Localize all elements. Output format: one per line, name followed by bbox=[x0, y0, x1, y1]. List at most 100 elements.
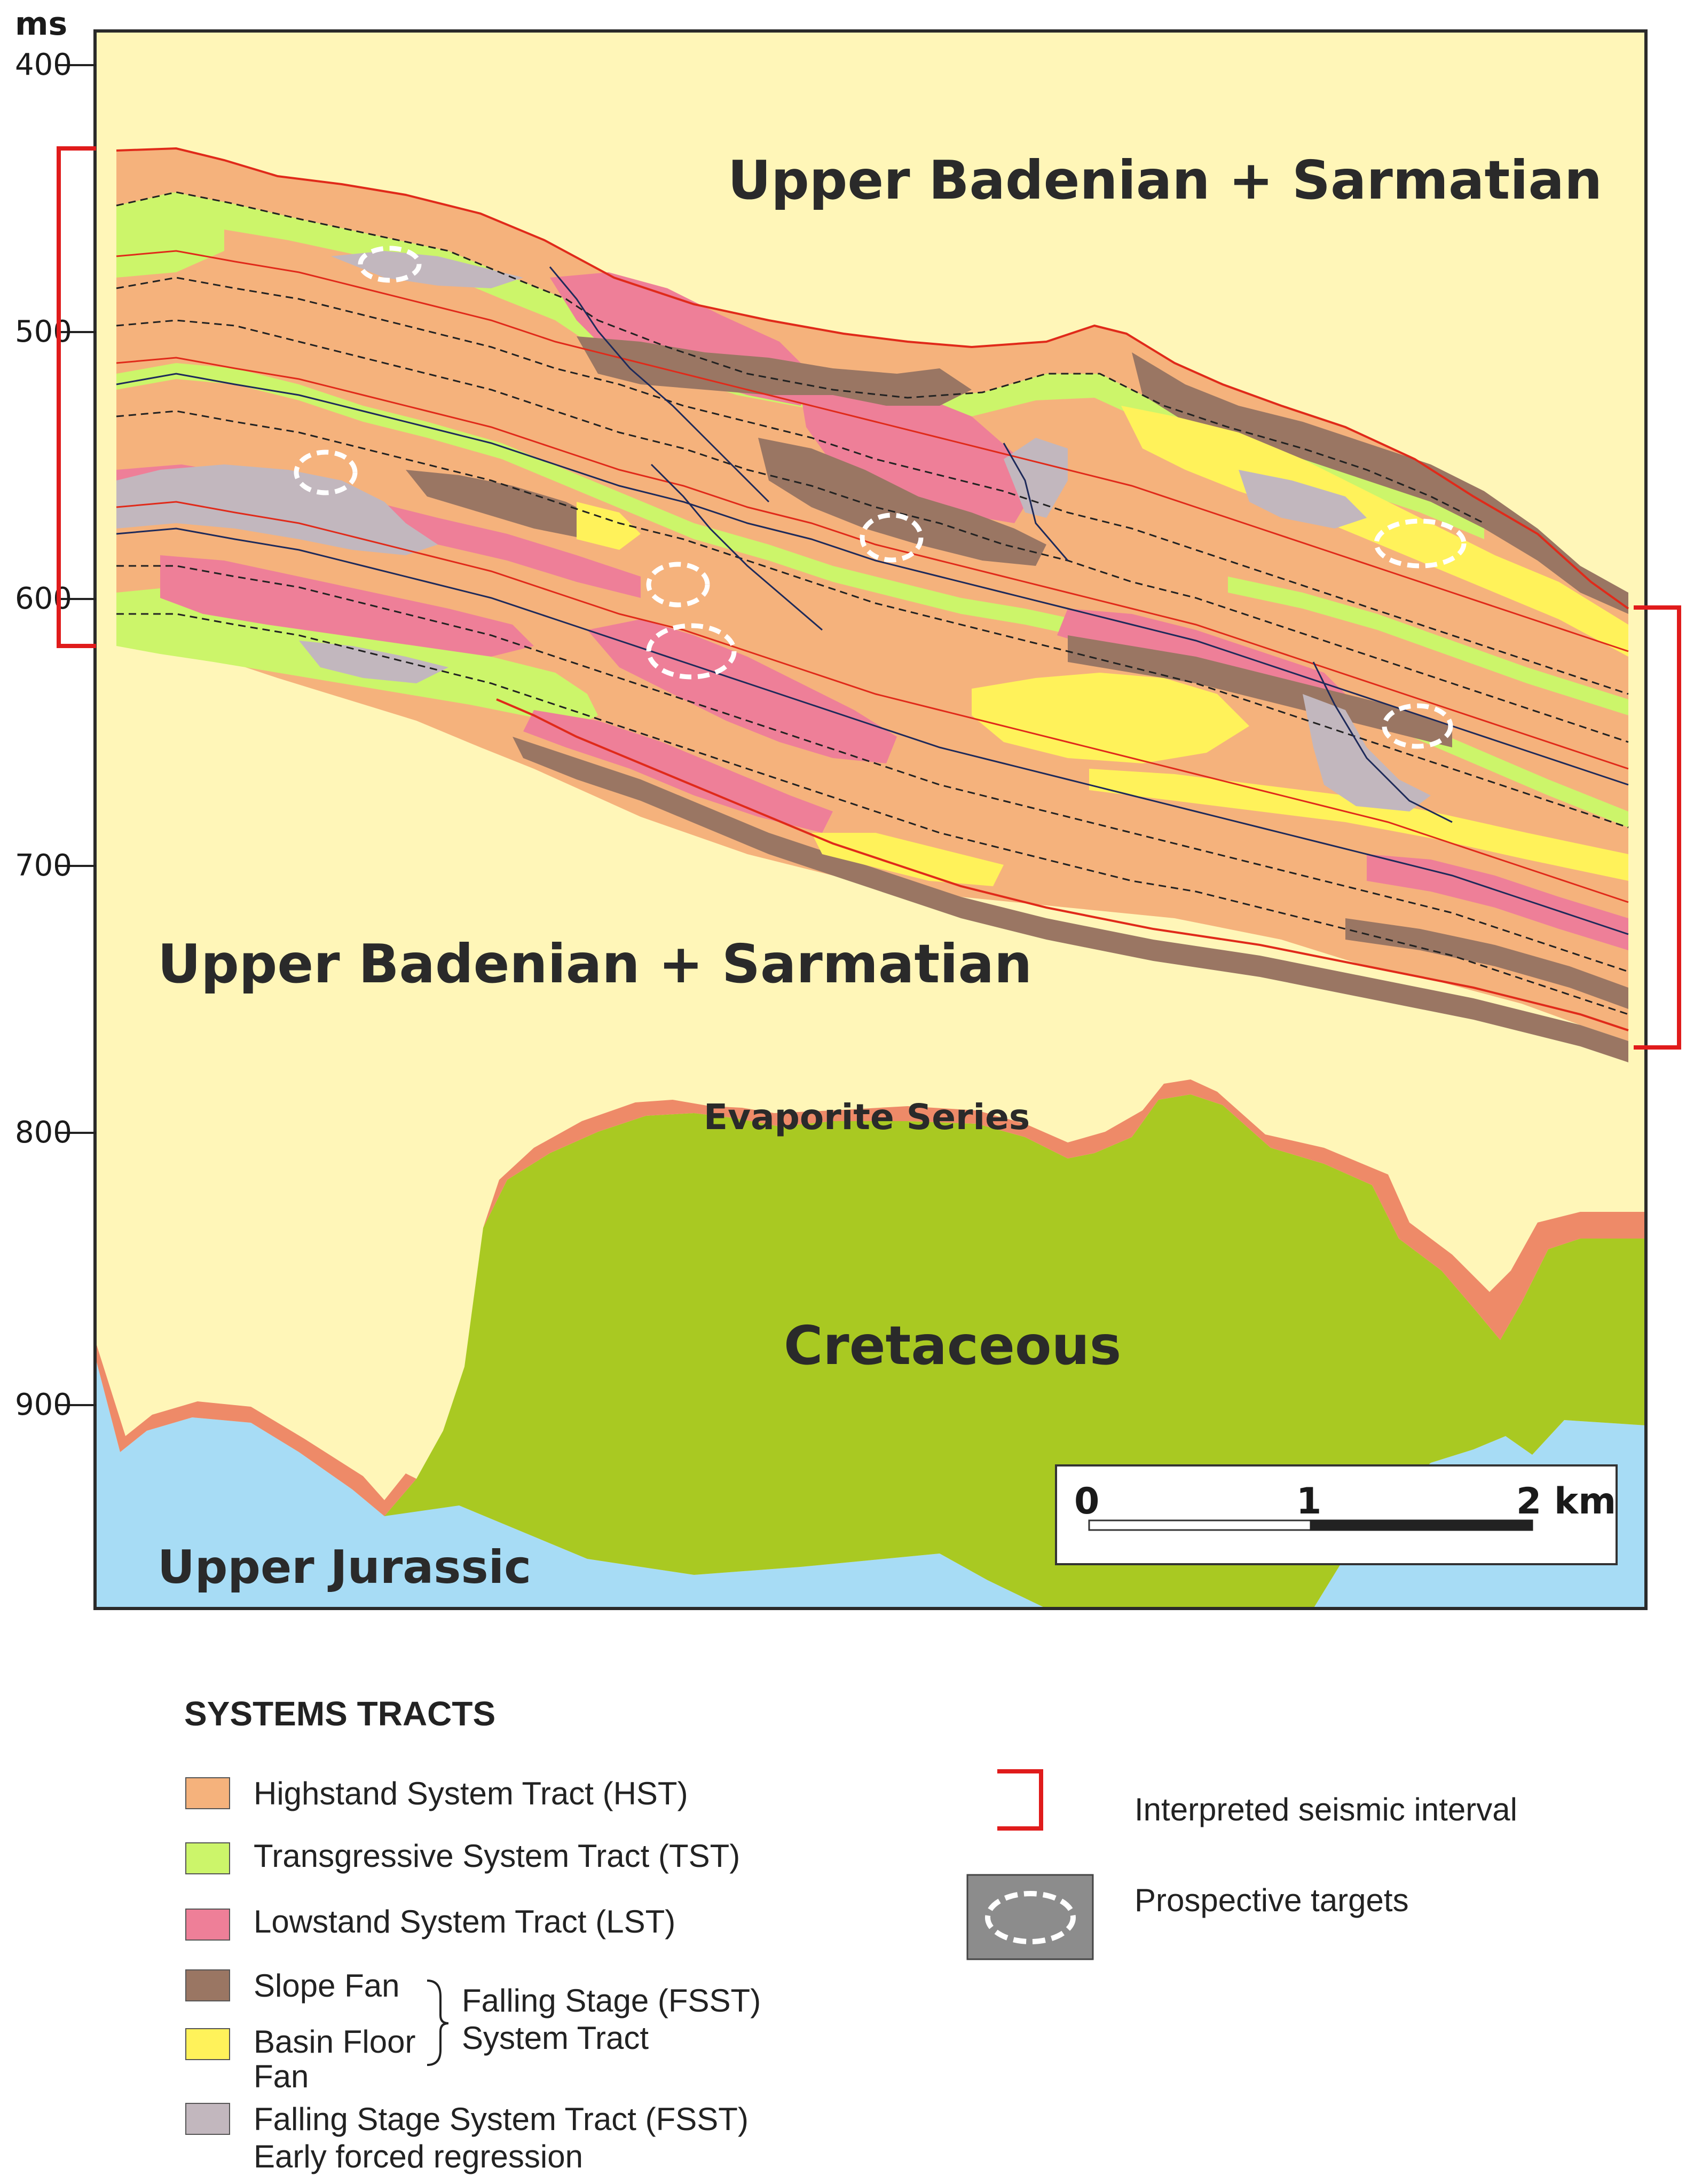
horizon-dashed-2 bbox=[116, 277, 1629, 695]
horizon-clinoform-2 bbox=[650, 463, 823, 631]
prospective-target-markers bbox=[294, 246, 1467, 749]
legend-swatch-slope-fan bbox=[185, 1969, 230, 2001]
target-ellipse-7 bbox=[1382, 703, 1453, 749]
slope-fan-right-mid bbox=[1068, 635, 1452, 747]
label-evaporite-series: Evaporite Series bbox=[704, 1097, 1030, 1138]
package-hst-envelope bbox=[116, 148, 1628, 1041]
legend-interval-bracket-icon bbox=[997, 1769, 1043, 1831]
horizon-black-1 bbox=[116, 373, 1629, 786]
horizon-red-2 bbox=[116, 357, 1629, 770]
horizon-clinoform-1 bbox=[549, 266, 770, 503]
label-upper-badenian-mid: Upper Badenian + Sarmatian bbox=[157, 933, 1032, 995]
horizon-red-1 bbox=[116, 250, 1629, 652]
legend-label-hst: Highstand System Tract (HST) bbox=[254, 1776, 688, 1811]
evaporite-jurassic-rim bbox=[95, 1340, 416, 1516]
legend-target-ellipse-icon bbox=[985, 1891, 1076, 1944]
legend-fsst-brace-icon bbox=[427, 1980, 449, 2066]
horizon-red-3 bbox=[116, 501, 1629, 903]
legend: SYSTEMS TRACTS Highstand System Tract (H… bbox=[184, 1694, 1517, 2174]
label-upper-jurassic: Upper Jurassic bbox=[157, 1541, 531, 1594]
lst-left-lower bbox=[160, 555, 534, 657]
horizon-black-2 bbox=[116, 527, 1629, 935]
legend-title: SYSTEMS TRACTS bbox=[184, 1694, 495, 1733]
scale-bar-box bbox=[1055, 1464, 1618, 1565]
slope-fan-central bbox=[758, 438, 1046, 566]
fsst-early-lower-left bbox=[299, 641, 448, 683]
fsst-early-right bbox=[1239, 470, 1367, 529]
basin-floor-fan-lower-left bbox=[811, 833, 1004, 886]
basin-floor-fan-upper-right bbox=[1121, 406, 1628, 657]
tst-right-sheet bbox=[1228, 577, 1628, 715]
basin-floor-fan-center bbox=[972, 673, 1249, 763]
solid-horizons bbox=[116, 250, 1629, 935]
target-ellipse-2 bbox=[294, 450, 358, 495]
axis-label-500: 500 bbox=[15, 314, 72, 349]
basin-floor-fan-right bbox=[1089, 769, 1628, 881]
horizon-dashed-6 bbox=[116, 613, 1629, 1015]
label-cretaceous: Cretaceous bbox=[784, 1314, 1121, 1377]
axis-label-600: 600 bbox=[15, 581, 72, 616]
legend-label-basin-floor-2: Fan bbox=[254, 2059, 309, 2094]
horizon-clinoform-3 bbox=[1003, 443, 1069, 561]
scale-bar-filled-segment bbox=[1310, 1519, 1533, 1531]
horizon-dashed-1 bbox=[116, 191, 1485, 524]
scale-bar: 0 1 2 km bbox=[1055, 1464, 1618, 1565]
sequence-package bbox=[116, 147, 1629, 1062]
legend-swatch-basin-floor bbox=[185, 2028, 230, 2060]
axis-label-900: 900 bbox=[15, 1387, 72, 1422]
jurassic-body bbox=[95, 1356, 1646, 1609]
fsst-early-top bbox=[331, 251, 523, 288]
legend-swatch-fsst-early bbox=[185, 2103, 230, 2135]
legend-label-fsst-early-1: Falling Stage System Tract (FSST) bbox=[254, 2101, 748, 2137]
scale-tick-1: 1 bbox=[1296, 1480, 1321, 1523]
lst-central-body bbox=[801, 384, 1030, 523]
legend-label-interval: Interpreted seismic interval bbox=[1134, 1792, 1517, 1827]
legend-label-basin-floor-1: Basin Floor bbox=[254, 2024, 415, 2060]
tst-left-wedge bbox=[116, 192, 224, 278]
horizon-dashed-5 bbox=[116, 565, 1629, 973]
legend-label-fsst-group-1: Falling Stage (FSST) bbox=[462, 1983, 761, 2019]
axis-label-700: 700 bbox=[15, 848, 72, 883]
target-ellipse-4 bbox=[646, 623, 737, 680]
axis-label-400: 400 bbox=[15, 48, 72, 82]
dashed-horizons bbox=[116, 191, 1629, 1015]
interval-bracket-right bbox=[1634, 605, 1681, 1050]
target-ellipse-5 bbox=[860, 513, 924, 563]
legend-label-targets: Prospective targets bbox=[1134, 1882, 1409, 1918]
legend-label-fsst-early-2: Early forced regression bbox=[254, 2139, 583, 2174]
section-panel bbox=[93, 29, 1648, 1610]
package-top-surface bbox=[116, 147, 1629, 610]
slope-fan-right-lower bbox=[1345, 918, 1628, 1009]
slope-fan-mid bbox=[406, 470, 609, 539]
package-base-surface bbox=[496, 698, 1629, 1031]
basin-floor-fan-small bbox=[577, 502, 641, 550]
slope-fan-upper bbox=[577, 336, 972, 406]
scale-bar-open-segment bbox=[1088, 1519, 1312, 1531]
slope-fan-basal bbox=[513, 737, 1628, 1062]
axis-unit-label: ms bbox=[15, 5, 67, 43]
scale-tick-2: 2 km bbox=[1516, 1480, 1616, 1523]
label-upper-badenian-top: Upper Badenian + Sarmatian bbox=[728, 149, 1602, 211]
time-axis: ms 400 500 600 700 800 900 bbox=[15, 5, 96, 1422]
legend-label-fsst-group-2: System Tract bbox=[462, 2020, 649, 2056]
panel-frame bbox=[93, 29, 1648, 1610]
legend-swatch-tst bbox=[185, 1842, 230, 1874]
lst-basal-band bbox=[523, 710, 833, 833]
target-ellipse-1 bbox=[358, 246, 422, 283]
fsst-early-lower-right bbox=[1303, 694, 1431, 811]
legend-label-tst: Transgressive System Tract (TST) bbox=[254, 1838, 740, 1874]
scale-tick-0: 0 bbox=[1074, 1480, 1099, 1523]
lst-right-lower bbox=[1367, 854, 1628, 950]
slope-fan-right-upper bbox=[1132, 352, 1628, 614]
horizon-clinoform-4 bbox=[1312, 661, 1453, 823]
interval-bracket-left bbox=[57, 146, 96, 648]
fsst-early-left bbox=[116, 464, 438, 555]
legend-swatch-hst bbox=[185, 1777, 230, 1809]
horizon-dashed-3 bbox=[116, 319, 1629, 743]
legend-swatch-lst bbox=[185, 1909, 230, 1941]
legend-label-slope-fan: Slope Fan bbox=[254, 1968, 400, 2004]
axis-label-800: 800 bbox=[15, 1115, 72, 1150]
target-ellipse-6 bbox=[1374, 518, 1467, 569]
legend-label-lst: Lowstand System Tract (LST) bbox=[254, 1904, 675, 1939]
